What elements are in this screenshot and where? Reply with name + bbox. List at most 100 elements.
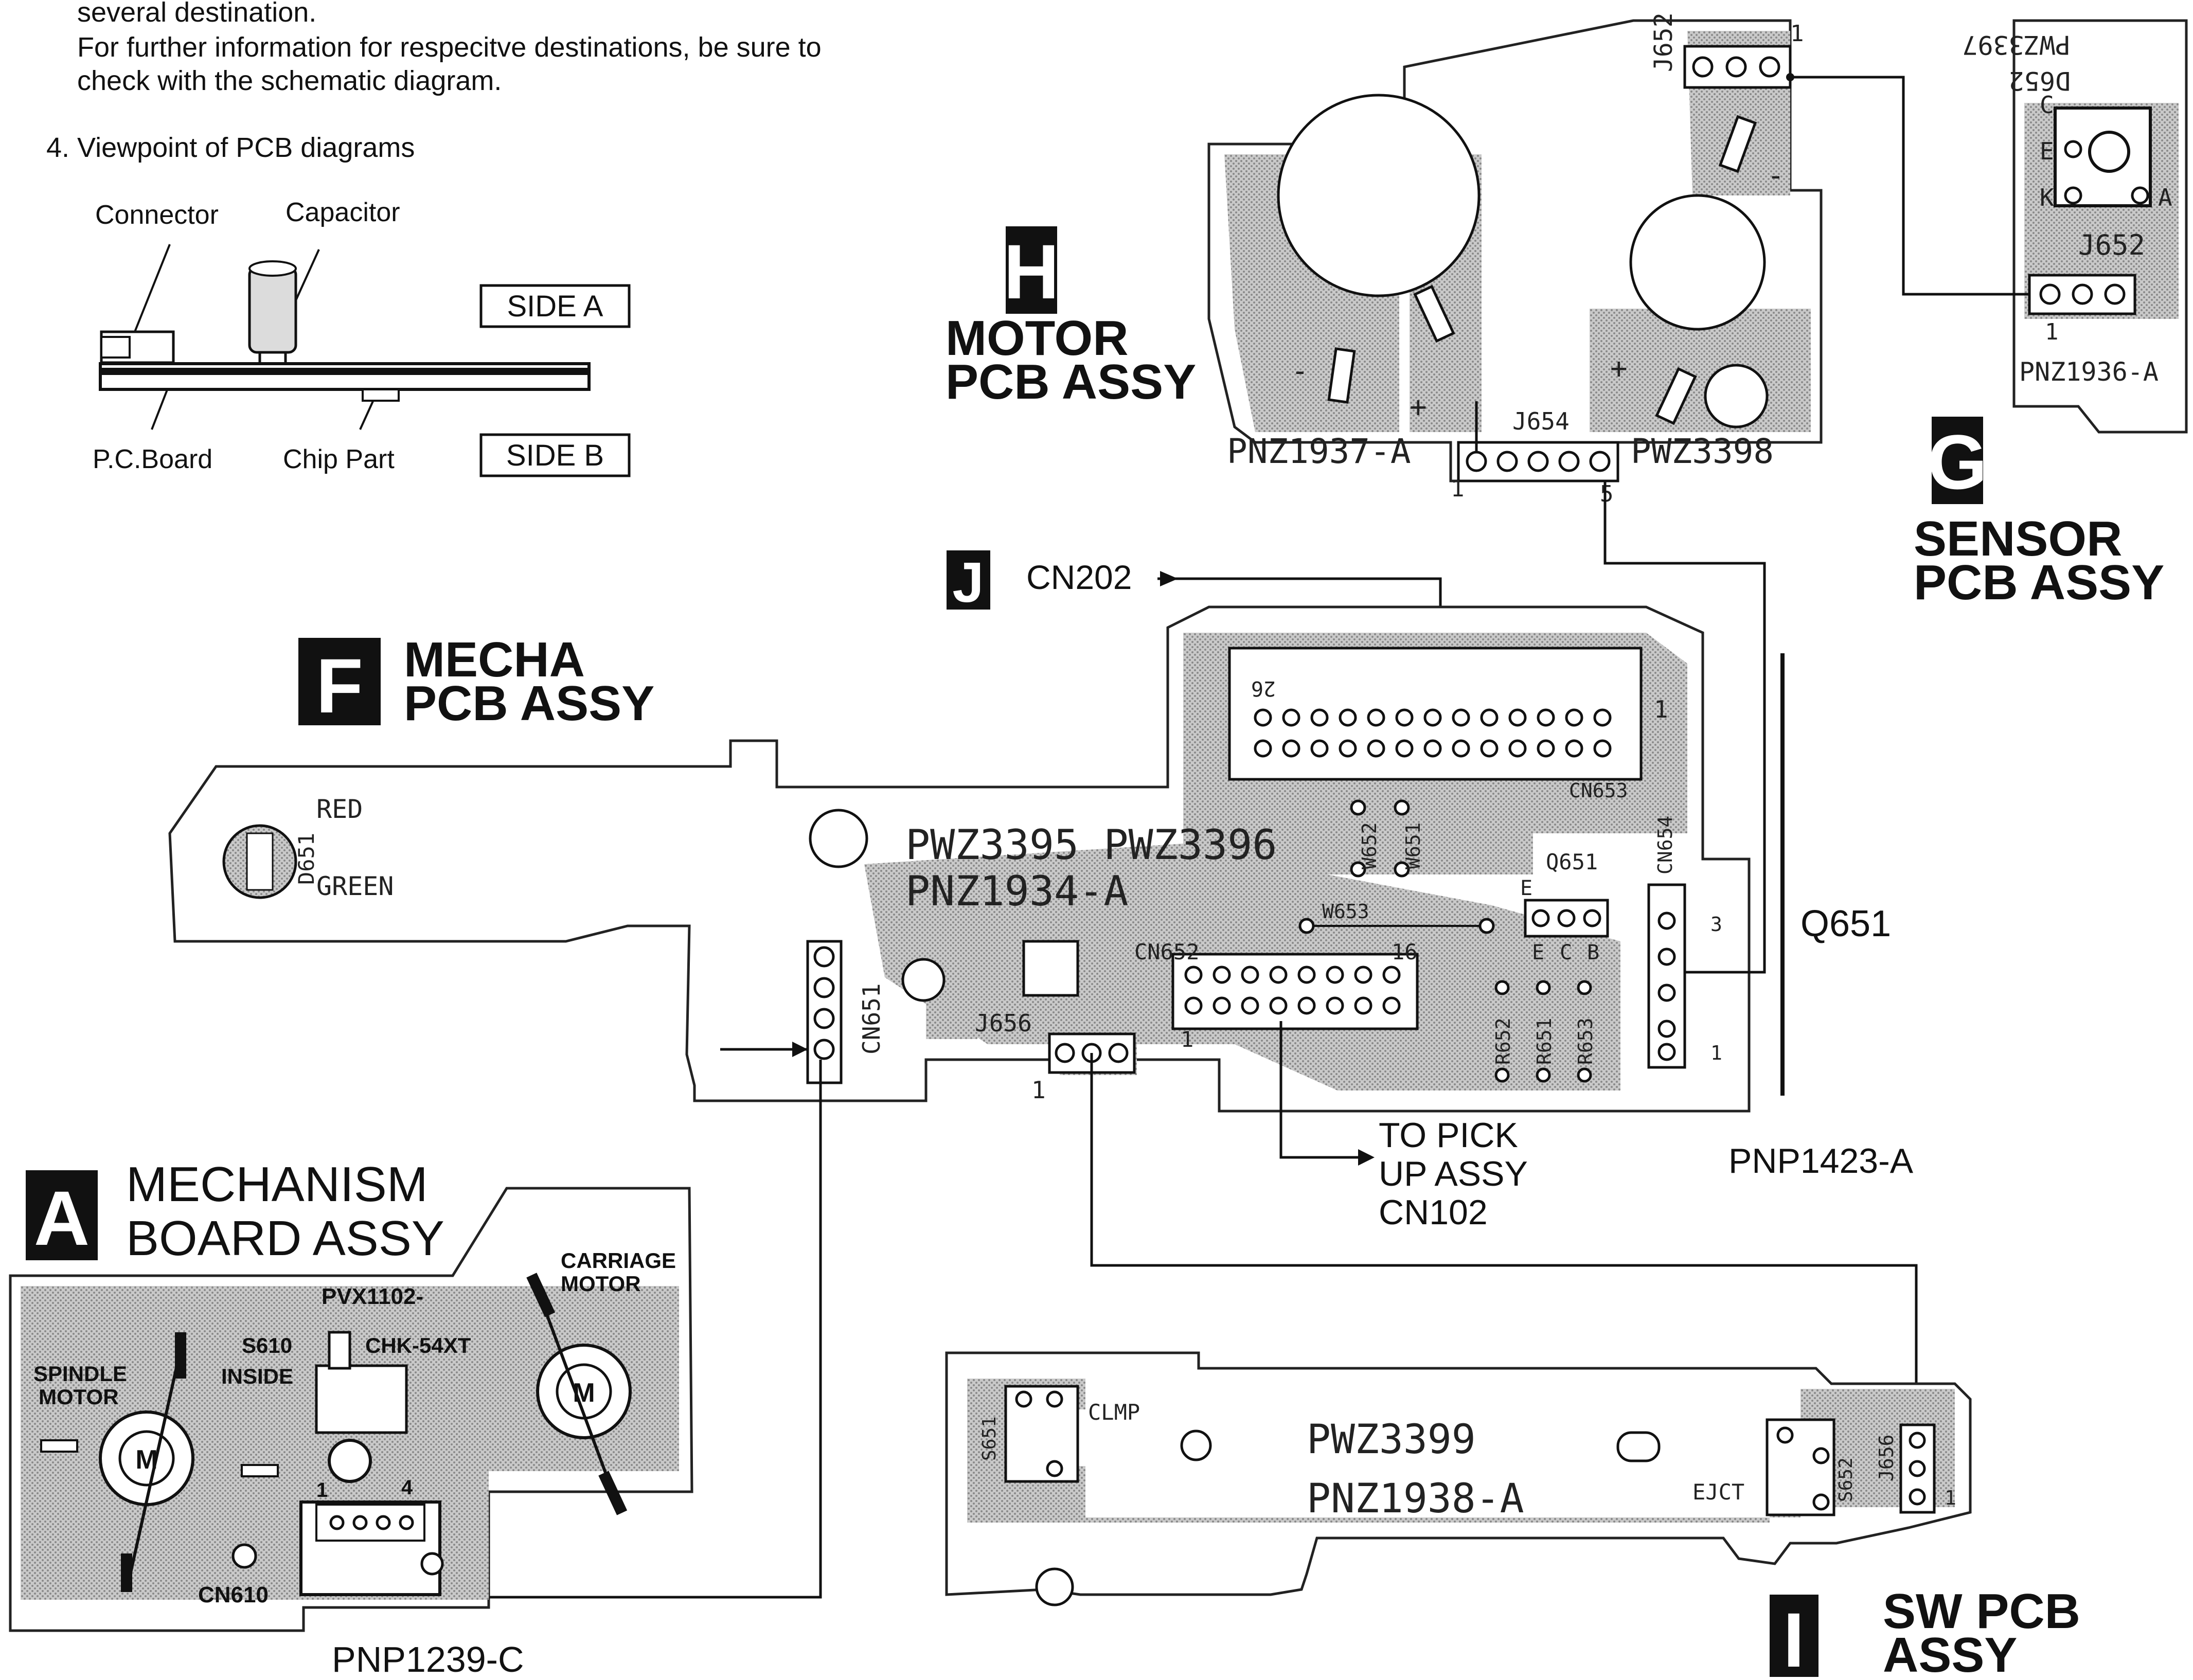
motor-badge — [1006, 226, 1057, 314]
motor-hole-small — [1704, 364, 1769, 428]
motor-chip-1 — [1327, 347, 1356, 404]
sensor-j652-pin1: 1 — [2045, 319, 2059, 345]
mechanism-badge-letter: A — [34, 1175, 90, 1261]
chippart-leader — [359, 401, 374, 430]
note-line-1: several destination. — [77, 0, 316, 28]
j-badge — [947, 550, 990, 610]
carriage-label-1: CARRIAGE — [561, 1248, 676, 1273]
mechanism-title-1: MECHANISM — [126, 1157, 428, 1212]
connector-label: Connector — [95, 200, 219, 230]
pc-board-label: P.C.Board — [93, 444, 212, 474]
wire-cn202-arrow — [1160, 571, 1178, 586]
cn652-pin — [1184, 996, 1203, 1015]
sw-part-a: PWZ3399 — [1307, 1417, 1476, 1463]
motor-j654-pin — [1466, 451, 1487, 472]
d651-green-label: GREEN — [316, 871, 394, 901]
cn653-pins — [1254, 708, 1612, 758]
cn654-pin — [1657, 1020, 1676, 1038]
q651-pin — [1583, 909, 1601, 927]
cn654-pin1: 1 — [1710, 1042, 1722, 1064]
s610-switch — [315, 1364, 408, 1434]
motor-chip-2 — [1413, 284, 1455, 343]
wire-j656-to-sw — [1090, 1053, 1918, 1481]
pc-board-shape — [99, 362, 591, 391]
carriage-label-2: MOTOR — [561, 1272, 641, 1296]
cn653-pin — [1452, 708, 1470, 727]
cn654-pin — [1657, 1043, 1676, 1061]
sensor-title-2: PCB ASSY — [1914, 555, 2164, 610]
cn610-hole — [420, 1552, 444, 1576]
motor-j654-pin — [1496, 451, 1518, 472]
cn610-pin — [329, 1515, 345, 1530]
resistor-pad — [1494, 980, 1510, 995]
cn653-pin — [1254, 708, 1272, 727]
cn652-pin — [1382, 966, 1401, 984]
cn651-label: CN651 — [858, 984, 885, 1055]
cn652-pin — [1297, 966, 1316, 984]
sw-j656-label: J656 — [1875, 1434, 1898, 1481]
cn653-pin — [1480, 708, 1499, 727]
motor-minus-right: - — [1767, 159, 1785, 192]
wire-cn651-arrow — [792, 1042, 808, 1057]
s651-pin — [1015, 1390, 1032, 1408]
mechanism-chip — [241, 1464, 279, 1477]
sensor-badge-letter: G — [1928, 419, 1988, 505]
sw-j656-pin — [1909, 1432, 1926, 1449]
spindle-motor-wire — [175, 1332, 186, 1379]
side-a-box — [479, 284, 631, 328]
cn652-pin1: 1 — [1181, 1027, 1193, 1052]
cn653-pin — [1310, 708, 1329, 727]
sw-hole-1 — [1180, 1429, 1212, 1461]
motor-j652-pin — [1725, 56, 1747, 78]
cn653-pin — [1565, 739, 1583, 758]
cn653-pin — [1508, 708, 1527, 727]
mecha-j656-pin1: 1 — [1031, 1076, 1046, 1104]
w653-pad — [1298, 918, 1315, 934]
w652-pad — [1350, 861, 1366, 878]
resistor-pad — [1577, 980, 1592, 995]
to-pick-line-3: CN102 — [1379, 1193, 1488, 1232]
sw-j656-pin — [1909, 1460, 1926, 1477]
connector-shape-inner — [100, 336, 131, 359]
mecha-title-1: MECHA — [404, 632, 585, 687]
cn653-pin — [1339, 739, 1357, 758]
sw-slot — [1616, 1431, 1661, 1462]
w651-pad — [1394, 861, 1410, 878]
s610-label: S610 — [242, 1333, 292, 1357]
spindle-label-2: MOTOR — [39, 1385, 119, 1409]
d652-pin-e-label: E — [2040, 137, 2054, 165]
sensor-j652-pin — [2039, 283, 2061, 305]
motor-j652-label: J652 — [1649, 12, 1678, 72]
capacitor-label: Capacitor — [286, 198, 400, 227]
w653-label: W653 — [1322, 900, 1369, 923]
mechanism-part: PNP1239-C — [332, 1639, 524, 1679]
resistor-pad — [1577, 1067, 1592, 1083]
cn652-pin — [1354, 966, 1372, 984]
capacitor-shape — [248, 266, 297, 354]
motor-j654-pin — [1558, 451, 1580, 472]
cn652-pin — [1269, 966, 1288, 984]
sensor-pcb-assy: C E K A D652 PWZ3397 J652 1 PNZ1936-A G … — [1914, 19, 2188, 610]
motor-j654-pin — [1527, 451, 1549, 472]
s652-pin — [1776, 1426, 1794, 1444]
cn653-pin — [1537, 739, 1555, 758]
carriage-motor-wire — [526, 1273, 556, 1317]
q651-e-top: E — [1520, 877, 1532, 900]
motor-badge-letter: H — [1004, 228, 1059, 315]
d651-red-label: RED — [316, 794, 363, 824]
notes-section: several destination. For further informa… — [46, 0, 822, 477]
clmp-label: CLMP — [1088, 1400, 1140, 1425]
wire-to-pickup-arrow — [1358, 1149, 1375, 1166]
s651-pin — [1046, 1460, 1063, 1477]
motor-chip-4 — [1718, 115, 1757, 173]
pc-board-core — [100, 368, 589, 375]
cn651-pin — [813, 946, 835, 968]
cn652-pin — [1297, 996, 1316, 1015]
cn654-pin3: 3 — [1710, 913, 1722, 936]
cn653-pin — [1508, 739, 1527, 758]
cn654-pin — [1657, 984, 1676, 1002]
cn651-pin — [813, 1008, 835, 1029]
cn652-pin16: 16 — [1392, 939, 1418, 964]
mecha-j656-pin — [1055, 1043, 1075, 1063]
